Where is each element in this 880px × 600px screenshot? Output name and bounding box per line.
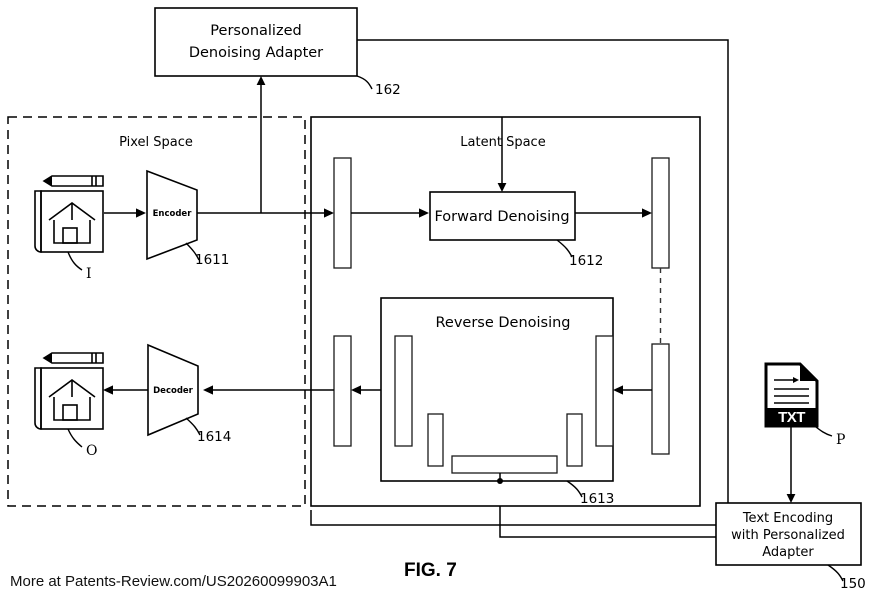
textfile-to-encoding-arrow — [786, 426, 796, 503]
text-encoding-label-line2: with Personalized — [731, 528, 845, 543]
forward-denoising-ref-leader — [556, 239, 573, 258]
input-image-icon: I — [34, 175, 104, 282]
latent-to-forward-arrow — [351, 208, 429, 218]
adapter-label-line2: Denoising Adapter — [189, 45, 323, 61]
text-encoding-box[interactable] — [715, 502, 862, 566]
decoder-ref-leader — [185, 417, 201, 436]
encoder-block[interactable]: Encoder — [146, 169, 198, 261]
latent-right-to-reverse-arrow — [613, 385, 652, 395]
footer-attribution: More at Patents-Review.com/US20260099903… — [10, 573, 337, 590]
reverse-to-latent-left-arrow — [351, 385, 381, 395]
text-file-ref-letter: P — [836, 432, 845, 448]
personalized-denoising-adapter-box[interactable] — [154, 7, 358, 77]
output-image-icon: O — [34, 352, 104, 459]
decoder-to-output-arrow — [103, 385, 148, 395]
text-file-ref-leader — [811, 423, 833, 437]
pencil-icon — [42, 175, 104, 187]
input-ref-leader — [67, 251, 83, 271]
encoder-to-latent-arrow — [197, 208, 334, 218]
forward-denoising-label: Forward Denoising — [434, 209, 569, 225]
output-ref-leader — [67, 428, 83, 448]
text-encoding-label-line3: Adapter — [762, 545, 814, 560]
unet-bar-right-inner — [566, 413, 583, 467]
text-encoding-ref-number: 150 — [840, 576, 866, 592]
adapter-ref-number: 162 — [375, 82, 401, 98]
reverse-denoising-ref-number: 1613 — [580, 491, 614, 507]
blueprint-sheet — [34, 190, 104, 253]
input-to-encoder-arrow — [104, 208, 146, 218]
forward-denoising-box[interactable] — [429, 191, 576, 241]
pixel-space-boundary — [7, 116, 306, 507]
unet-bar-bottom — [451, 455, 558, 474]
adapter-feed-into-forward-arrow — [497, 117, 507, 192]
adapter-ref-leader — [356, 75, 373, 90]
encoder-ref-leader — [185, 242, 200, 261]
reverse-denoising-label: Reverse Denoising — [435, 315, 570, 331]
latent-left-to-decoder-arrow — [203, 385, 334, 395]
latent-bar-top-right — [651, 157, 670, 269]
encoder-label: Encoder — [153, 209, 193, 219]
latent-space-label: Latent Space — [460, 135, 545, 150]
adapter-label-line1: Personalized — [210, 23, 301, 39]
text-file-icon: TXT P — [764, 362, 845, 448]
encoder-ref-number: 1611 — [195, 252, 229, 268]
latent-bar-bottom-left — [333, 335, 352, 447]
unet-bar-right-outer — [595, 335, 614, 447]
input-ref-letter: I — [86, 266, 92, 282]
unet-bar-left-outer — [394, 335, 413, 447]
pixel-space-label: Pixel Space — [119, 135, 193, 150]
output-ref-letter: O — [86, 443, 97, 459]
text-encoding-ref-leader — [827, 564, 844, 582]
decoder-label: Decoder — [153, 386, 194, 396]
reverse-denoising-bottom-junction — [497, 473, 503, 484]
blueprint-sheet-output — [34, 367, 104, 430]
pencil-icon-output — [42, 352, 104, 364]
decoder-block[interactable]: Decoder — [147, 343, 199, 437]
encoder-to-adapter-arrow — [256, 76, 266, 213]
decoder-ref-number: 1614 — [197, 429, 231, 445]
unet-bar-left-inner — [427, 413, 444, 467]
txt-badge-label: TXT — [778, 409, 805, 426]
forward-to-latent-right-arrow — [575, 208, 652, 218]
forward-denoising-ref-number: 1612 — [569, 253, 603, 269]
reverse-denoising-ref-leader — [566, 480, 583, 498]
figure-number: FIG. 7 — [404, 560, 457, 581]
text-encoding-label-line1: Text Encoding — [742, 511, 833, 526]
latent-bar-top-left — [333, 157, 352, 269]
latent-bar-bottom-right — [651, 343, 670, 455]
